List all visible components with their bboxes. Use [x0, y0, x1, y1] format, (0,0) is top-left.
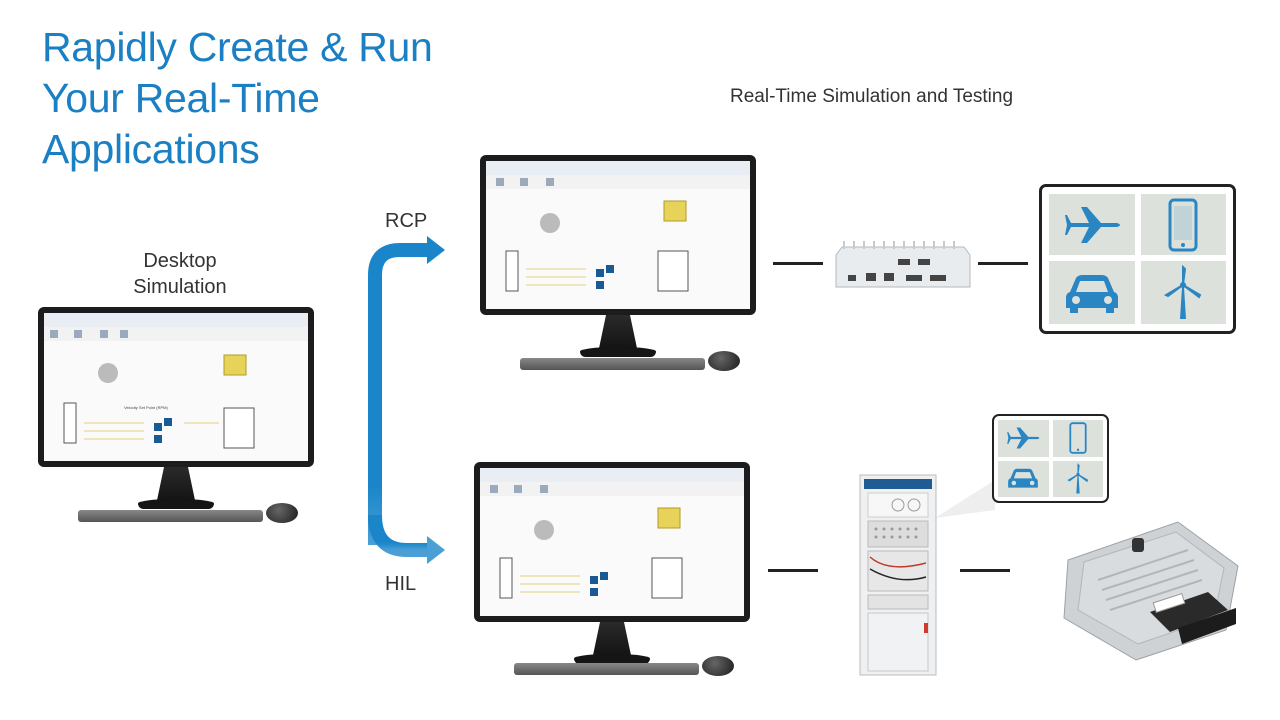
real-time-target-machine: [834, 235, 972, 291]
ecu-controller: [1058, 520, 1243, 662]
rcp-label: RCP: [385, 210, 428, 232]
desktop-label-line-2: Simulation: [133, 276, 227, 298]
branch-arrow: [368, 236, 445, 564]
desktop-simulation-label: Desktop Simulation: [100, 248, 260, 300]
airplane-icon: [1007, 427, 1040, 449]
connector-line: [773, 262, 823, 265]
desktop-monitor: Velocity Set Point (RPM): [38, 307, 314, 527]
smartphone-icon: [1069, 422, 1087, 454]
mouse: [708, 351, 740, 371]
hil-label: HIL: [385, 573, 417, 595]
rcp-monitor: [480, 155, 756, 375]
hil-monitor: [474, 462, 750, 682]
wind-turbine-icon: [1164, 264, 1202, 319]
connector-line: [978, 262, 1028, 265]
velocity-label: Velocity Set Point (RPM): [124, 405, 168, 410]
title-line-2: Your Real-Time: [42, 75, 320, 121]
simulink-model-screen: Velocity Set Point (RPM): [44, 313, 308, 461]
keyboard: [520, 358, 705, 370]
diagram-subtitle: Real-Time Simulation and Testing: [730, 86, 1014, 107]
connector-line: [960, 569, 1010, 572]
connector-line: [768, 569, 818, 572]
page-title: Rapidly Create & Run Your Real-Time Appl…: [42, 22, 433, 175]
car-icon: [1065, 274, 1118, 313]
title-line-1: Rapidly Create & Run: [42, 24, 433, 70]
mouse: [702, 656, 734, 676]
keyboard: [514, 663, 699, 675]
callout-beam: [935, 480, 995, 518]
desktop-label-line-1: Desktop: [143, 250, 217, 272]
application-icons-panel: [1039, 184, 1236, 334]
smartphone-icon: [1168, 198, 1198, 251]
rcp-model-screen: [486, 161, 750, 309]
hil-application-icons-panel: [992, 414, 1109, 503]
mouse: [266, 503, 298, 523]
hil-model-screen: [480, 468, 744, 616]
hil-test-rack: [858, 473, 938, 678]
airplane-icon: [1064, 206, 1120, 243]
wind-turbine-icon: [1067, 462, 1089, 494]
car-icon: [1008, 468, 1039, 488]
keyboard: [78, 510, 263, 522]
title-line-3: Applications: [42, 126, 260, 172]
